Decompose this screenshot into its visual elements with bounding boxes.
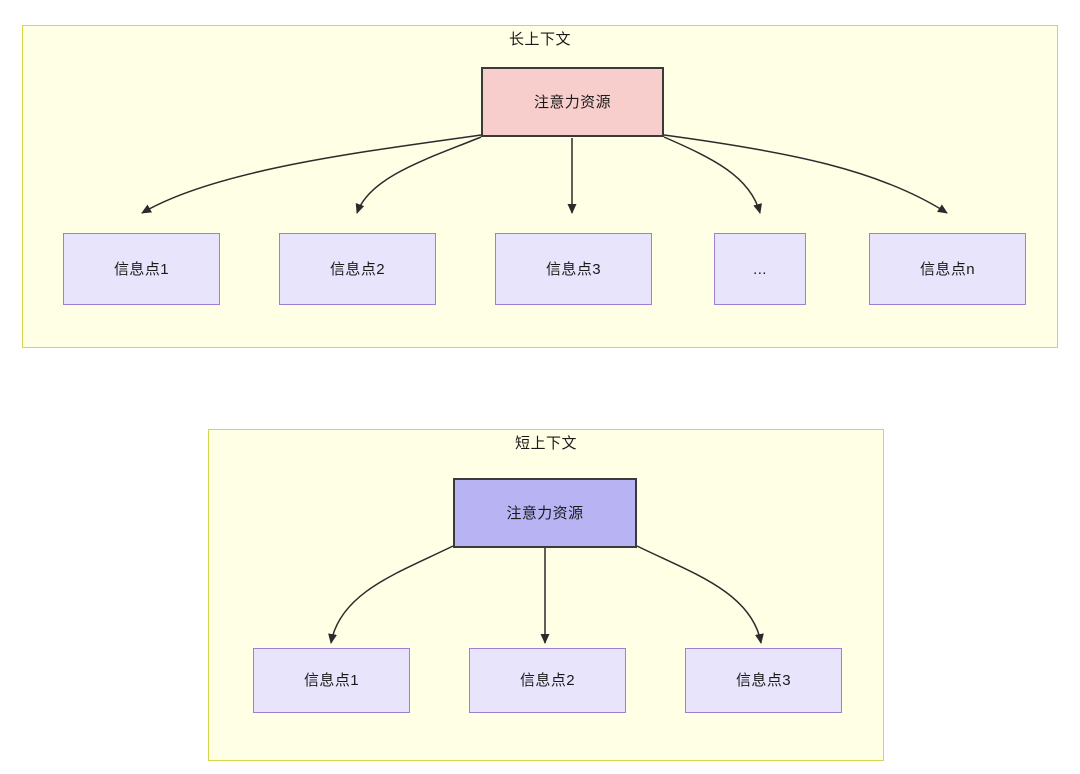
group-long-context-title: 长上下文 — [508, 31, 571, 48]
node-info-point-ellipsis[interactable]: ... — [714, 233, 806, 305]
node-info-point-1[interactable]: 信息点1 — [63, 233, 220, 305]
node-attention-resource-long[interactable]: 注意力资源 — [481, 67, 664, 137]
node-info-point-3[interactable]: 信息点3 — [495, 233, 652, 305]
group-short-context-title: 短上下文 — [514, 435, 577, 452]
node-info-point-s2[interactable]: 信息点2 — [469, 648, 626, 713]
node-info-point-s1[interactable]: 信息点1 — [253, 648, 410, 713]
node-attention-resource-short[interactable]: 注意力资源 — [453, 478, 637, 548]
node-info-point-2[interactable]: 信息点2 — [279, 233, 436, 305]
node-info-point-n[interactable]: 信息点n — [869, 233, 1026, 305]
node-info-point-s3[interactable]: 信息点3 — [685, 648, 842, 713]
